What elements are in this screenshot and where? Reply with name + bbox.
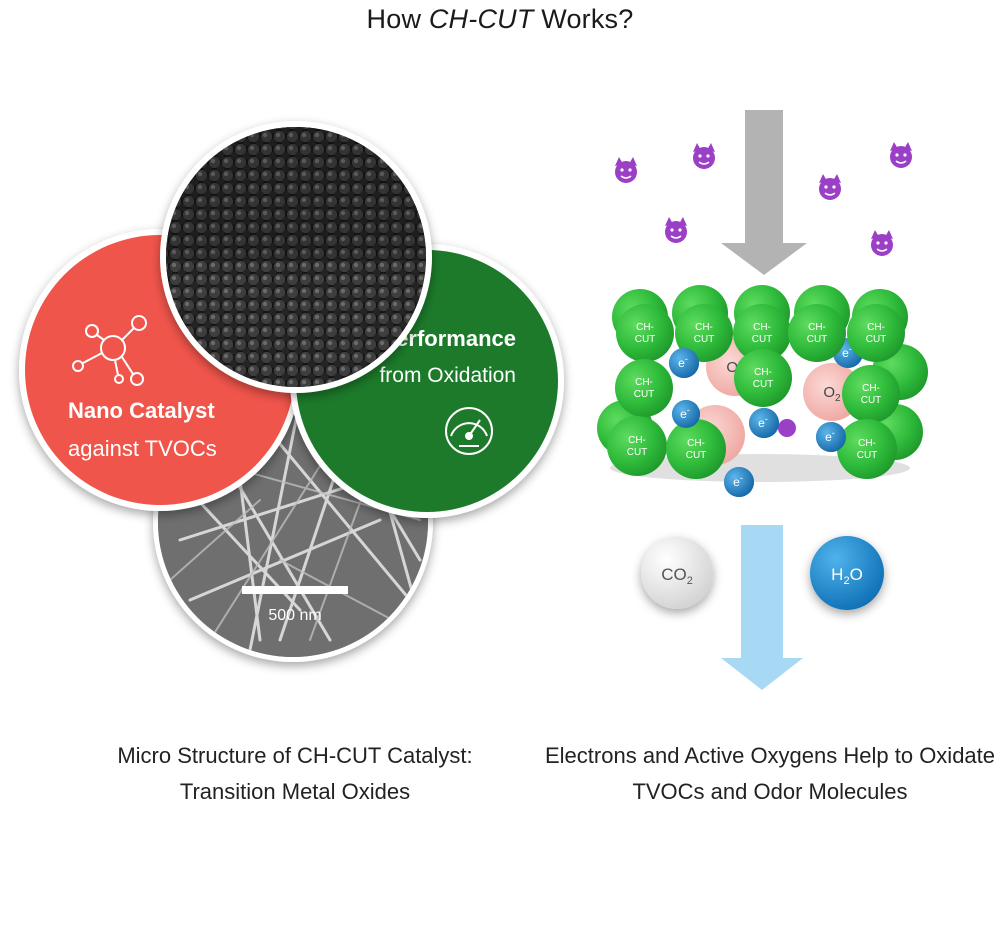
h2o-label-h: H xyxy=(831,565,843,584)
speedometer-icon xyxy=(445,407,493,455)
svg-text:CH-: CH- xyxy=(687,438,705,449)
ch-cut-catalyst-particle: CH-CUT xyxy=(615,359,673,417)
tvoc-devil-icon xyxy=(819,174,841,200)
airflow-out-arrow xyxy=(721,525,803,690)
nano-catalyst-subtitle: against TVOCs xyxy=(68,436,217,461)
svg-text:e-: e- xyxy=(825,428,835,444)
tvoc-devil-icon xyxy=(890,142,912,168)
h2o-subscript: 2 xyxy=(843,575,849,587)
ch-cut-catalyst-particle: CH-CUT xyxy=(788,304,846,362)
svg-text:CH-: CH- xyxy=(808,322,826,333)
svg-text:CH-: CH- xyxy=(753,322,771,333)
svg-text:e-: e- xyxy=(758,414,768,430)
electron-particle: e- xyxy=(816,422,846,452)
svg-text:CUT: CUT xyxy=(634,389,655,400)
svg-text:CUT: CUT xyxy=(635,334,656,345)
ch-cut-catalyst-particle: CH-CUT xyxy=(666,419,726,479)
nano-catalyst-title: Nano Catalyst xyxy=(68,398,215,423)
svg-text:e-: e- xyxy=(680,405,690,421)
svg-text:CH-: CH- xyxy=(754,367,772,378)
svg-text:CO2: CO2 xyxy=(661,565,693,587)
electron-particle: e- xyxy=(749,408,779,438)
ch-cut-catalyst-particle: CH-CUT xyxy=(734,349,792,407)
svg-text:CUT: CUT xyxy=(752,334,773,345)
tvoc-devil-icon xyxy=(615,157,637,183)
svg-text:CH-: CH- xyxy=(636,322,654,333)
tvoc-devil-icon xyxy=(665,217,687,243)
electron-particle: e- xyxy=(672,400,700,428)
right-caption: Electrons and Active Oxygens Help to Oxi… xyxy=(545,738,995,810)
ultra-performance-subtitle: from Oxidation xyxy=(379,364,516,387)
svg-text:CH-: CH- xyxy=(862,383,880,394)
svg-text:CH-: CH- xyxy=(695,322,713,333)
left-caption-line1: Micro Structure of CH-CUT Catalyst: xyxy=(117,743,473,768)
tvoc-devil-icon xyxy=(778,419,796,437)
tvoc-devil-icon xyxy=(693,143,715,169)
svg-text:O2: O2 xyxy=(823,384,841,404)
svg-text:CUT: CUT xyxy=(807,334,828,345)
svg-text:CH-: CH- xyxy=(635,377,653,388)
svg-text:e-: e- xyxy=(842,344,852,360)
svg-text:CUT: CUT xyxy=(753,379,774,390)
ch-cut-catalyst-particle: CH-CUT xyxy=(733,304,791,362)
electron-particle: e- xyxy=(724,467,754,497)
svg-text:CUT: CUT xyxy=(861,395,882,406)
scale-bar-label: 500 nm xyxy=(268,607,321,624)
ch-cut-catalyst-particle: CH-CUT xyxy=(675,304,733,362)
ch-cut-catalyst-particle: CH-CUT xyxy=(616,304,674,362)
left-caption-line2: Transition Metal Oxides xyxy=(179,779,411,804)
svg-text:CUT: CUT xyxy=(694,334,715,345)
ch-cut-catalyst-particle: CH-CUT xyxy=(607,416,667,476)
h2o-molecule xyxy=(810,536,884,610)
ch-cut-catalyst-particle: CH-CUT xyxy=(842,365,900,423)
svg-text:e-: e- xyxy=(678,354,688,370)
airflow-in-arrow xyxy=(721,110,807,275)
co2-label: CO xyxy=(661,565,687,584)
h2o-label-o: O xyxy=(850,565,863,584)
svg-text:CH-: CH- xyxy=(858,438,876,449)
svg-text:CUT: CUT xyxy=(866,334,887,345)
co2-subscript: 2 xyxy=(687,575,693,587)
right-caption-line1: Electrons and Active Oxygens Help to Oxi… xyxy=(545,743,996,768)
ch-cut-catalyst-particle: CH-CUT xyxy=(837,419,897,479)
ch-cut-catalyst-particle: CH-CUT xyxy=(847,304,905,362)
svg-text:CH-: CH- xyxy=(628,435,646,446)
scale-bar xyxy=(242,586,348,594)
co2-molecule xyxy=(641,537,713,609)
svg-text:CH-: CH- xyxy=(867,322,885,333)
left-caption: Micro Structure of CH-CUT Catalyst: Tran… xyxy=(90,738,500,810)
tvoc-devil-icon xyxy=(871,230,893,256)
svg-text:H2O: H2O xyxy=(831,565,863,587)
electron-particle: e- xyxy=(669,348,699,378)
microbead-texture xyxy=(166,127,426,387)
molecule-icon xyxy=(72,315,147,386)
page-title: How CH-CUT Works? xyxy=(366,4,634,34)
svg-text:CUT: CUT xyxy=(857,450,878,461)
svg-text:CUT: CUT xyxy=(627,447,648,458)
svg-text:e-: e- xyxy=(733,473,743,489)
right-caption-line2: TVOCs and Odor Molecules xyxy=(632,779,908,804)
svg-text:CUT: CUT xyxy=(686,450,707,461)
